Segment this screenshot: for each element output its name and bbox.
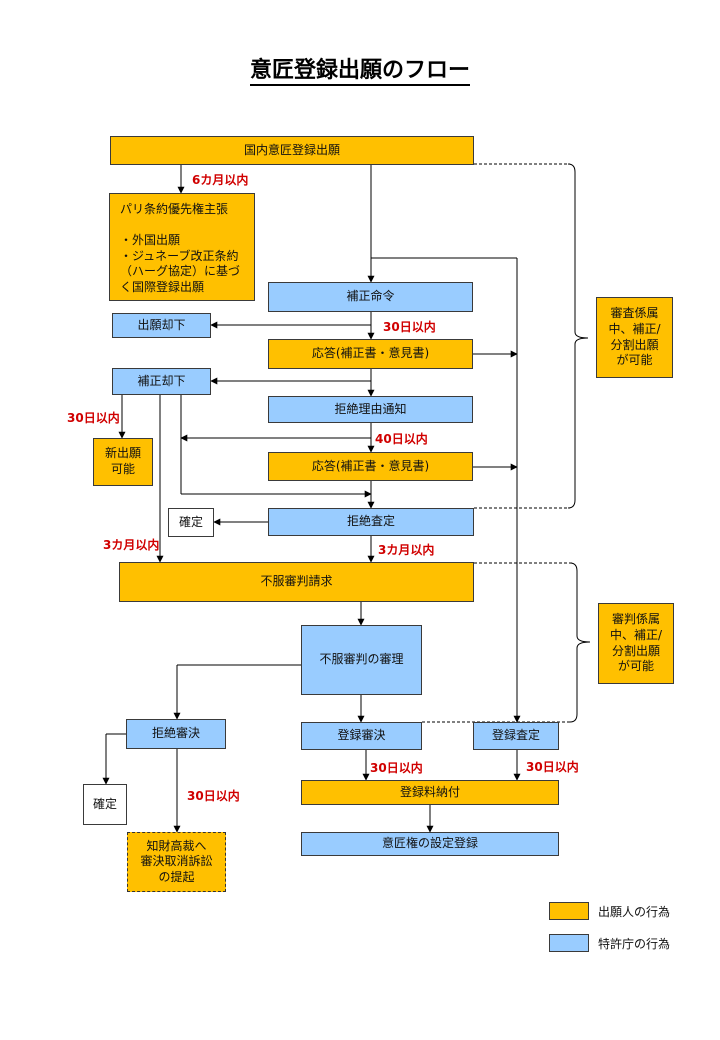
- deadline-30-days-3: 30日以内: [370, 761, 423, 775]
- new-application-box: 新出願 可能: [93, 438, 153, 486]
- design-right-registration-box: 意匠権の設定登録: [301, 832, 559, 856]
- refusal-decision-appeal-box: 拒絶審決: [126, 719, 226, 749]
- registration-fee-box: 登録料納付: [301, 780, 559, 805]
- appeal-pending-note: 審判係属 中、補正/ 分割出願 が可能: [598, 603, 674, 684]
- deadline-40-days: 40日以内: [375, 432, 428, 446]
- ip-high-court-box: 知財高裁へ 審決取消訴訟 の提起: [127, 832, 226, 892]
- legend-office-label: 特許庁の行為: [598, 937, 671, 951]
- legend-applicant-swatch: [549, 902, 589, 920]
- response-box-2: 応答(補正書・意見書): [268, 452, 473, 481]
- application-dismissed-box: 出願却下: [112, 313, 211, 338]
- deadline-30-days-2: 30日以内: [67, 411, 120, 425]
- deadline-3-months-2: 3カ月以内: [378, 543, 435, 557]
- deadline-30-days-5: 30日以内: [187, 789, 240, 803]
- registration-decision-exam-box: 登録査定: [473, 722, 559, 750]
- finalized-box-1: 確定: [168, 508, 214, 537]
- registration-decision-appeal-box: 登録審決: [301, 722, 422, 750]
- refusal-notice-box: 拒絶理由通知: [268, 396, 473, 423]
- deadline-30-days-4: 30日以内: [526, 760, 579, 774]
- finalized-box-2: 確定: [83, 784, 127, 825]
- appeal-request-box: 不服審判請求: [119, 562, 474, 602]
- appeal-examination-box: 不服審判の審理: [301, 625, 422, 695]
- exam-pending-note: 審査係属 中、補正/ 分割出願 が可能: [596, 297, 673, 378]
- legend-office-swatch: [549, 934, 589, 952]
- page-title: 意匠登録出願のフロー: [0, 52, 720, 86]
- paris-priority-box: パリ条約優先権主張 ・外国出願 ・ジュネーブ改正条約 （ハーグ協定）に基づく国際…: [109, 193, 255, 301]
- deadline-3-months-1: 3カ月以内: [103, 538, 160, 552]
- amendment-order-box: 補正命令: [268, 282, 473, 312]
- deadline-30-days-1: 30日以内: [383, 320, 436, 334]
- deadline-6-months: 6カ月以内: [192, 173, 249, 187]
- legend-applicant-label: 出願人の行為: [598, 905, 671, 919]
- domestic-application-box: 国内意匠登録出願: [110, 136, 474, 165]
- amendment-dismissed-box: 補正却下: [112, 368, 211, 395]
- response-box-1: 応答(補正書・意見書): [268, 339, 473, 369]
- refusal-decision-exam-box: 拒絶査定: [268, 508, 474, 536]
